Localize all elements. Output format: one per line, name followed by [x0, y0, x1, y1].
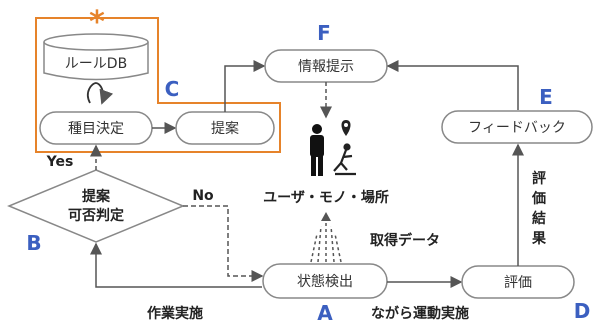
eval-result-char-1: 評: [532, 170, 546, 187]
asterisk-mark: *: [89, 5, 105, 40]
location-pin-icon: [341, 120, 351, 136]
yes-label: Yes: [46, 154, 74, 170]
letter-c: C: [165, 77, 180, 101]
letter-f: F: [317, 21, 331, 45]
exercise-figure-icon: [333, 143, 356, 176]
feedback-label: フィードバック: [468, 120, 566, 136]
eval-result-char-4: 果: [531, 231, 547, 247]
signal-arrows-icon: [310, 218, 342, 263]
arrow-feedback-to-info: [386, 60, 519, 110]
proposal-label: 提案: [211, 120, 239, 137]
arrow-no: [183, 205, 264, 282]
user-thing-place-label: ユーザ・モノ・場所: [263, 189, 389, 206]
arrow-work-execution: [90, 242, 262, 288]
signal-arrowhead: [321, 212, 331, 221]
info-presentation-label: 情報提示: [298, 59, 354, 75]
decision-line-2: 可否判定: [68, 207, 124, 224]
category-decision-label: 種目決定: [68, 121, 124, 137]
eval-result-char-3: 結: [532, 210, 546, 227]
decision-diamond: [7, 169, 185, 243]
feedback-node: [441, 110, 593, 144]
state-detection-node: [262, 263, 388, 299]
letter-e: E: [539, 85, 553, 109]
letter-b: B: [26, 231, 41, 255]
evaluation-label: 評価: [504, 275, 532, 291]
db-loop-arrow: [86, 82, 114, 105]
letter-d: D: [574, 299, 591, 323]
arrow-proposal-to-info: [224, 60, 266, 112]
person-icon: [310, 124, 324, 176]
letter-a: A: [317, 301, 333, 325]
no-label: No: [192, 188, 214, 204]
region-c-outline: [35, 17, 281, 153]
work-execution-label: 作業実施: [147, 305, 203, 322]
state-detection-label: 状態検出: [297, 274, 353, 290]
rule-db-node: ルールDB: [43, 33, 149, 81]
eval-result-char-2: 価: [531, 190, 546, 207]
data-acquisition-label: 取得データ: [370, 232, 440, 249]
rule-db-label: ルールDB: [65, 56, 127, 72]
while-exercise-label: ながら運動実施: [371, 305, 469, 322]
decision-line-1: 提案: [82, 188, 111, 205]
